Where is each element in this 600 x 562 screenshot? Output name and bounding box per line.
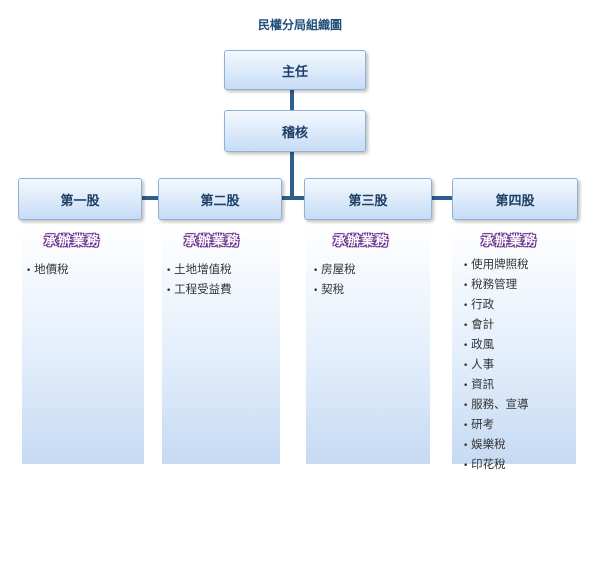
duty-item: 人事 (463, 355, 529, 375)
connector-director-audit (290, 90, 294, 110)
section-3-header: 第三股 (304, 178, 432, 220)
duty-item: 行政 (463, 295, 529, 315)
section-4-header: 第四股 (452, 178, 578, 220)
section-2-header: 第二股 (158, 178, 282, 220)
director-box: 主任 (224, 50, 366, 90)
duty-item: 房屋稅 (313, 260, 356, 280)
chart-title: 民權分局組織圖 (257, 18, 342, 32)
duty-item: 研考 (463, 415, 529, 435)
connector-audit-sections (290, 150, 294, 198)
duty-item: 資訊 (463, 375, 529, 395)
duty-item: 契稅 (313, 280, 356, 300)
duty-item: 地價稅 (26, 260, 69, 280)
duty-item: 政風 (463, 335, 529, 355)
duty-item: 土地增值稅 (166, 260, 232, 280)
section-2-duties: 土地增值稅 工程受益費 (166, 260, 232, 300)
section-1-duties: 地價稅 (26, 260, 69, 280)
duty-item: 稅務管理 (463, 275, 529, 295)
section-3-duties: 房屋稅 契稅 (313, 260, 356, 300)
audit-box: 稽核 (224, 110, 366, 152)
duty-item: 使用牌照稅 (463, 255, 529, 275)
duty-item: 服務、宣導 (463, 395, 529, 415)
section-1-header: 第一股 (18, 178, 142, 220)
duty-item: 工程受益費 (166, 280, 232, 300)
connector-horizontal (140, 196, 452, 200)
duty-item: 印花稅 (463, 455, 529, 475)
section-3-responsibility-label: 承辦業務 (333, 234, 390, 249)
section-1-responsibility-label: 承辦業務 (44, 234, 101, 249)
section-4-duties: 使用牌照稅 稅務管理 行政 會計 政風 人事 資訊 服務、宣導 研考 娛樂稅 印… (463, 255, 529, 475)
duty-item: 會計 (463, 315, 529, 335)
section-2-responsibility-label: 承辦業務 (184, 234, 241, 249)
duty-item: 娛樂稅 (463, 435, 529, 455)
section-4-responsibility-label: 承辦業務 (481, 234, 538, 249)
